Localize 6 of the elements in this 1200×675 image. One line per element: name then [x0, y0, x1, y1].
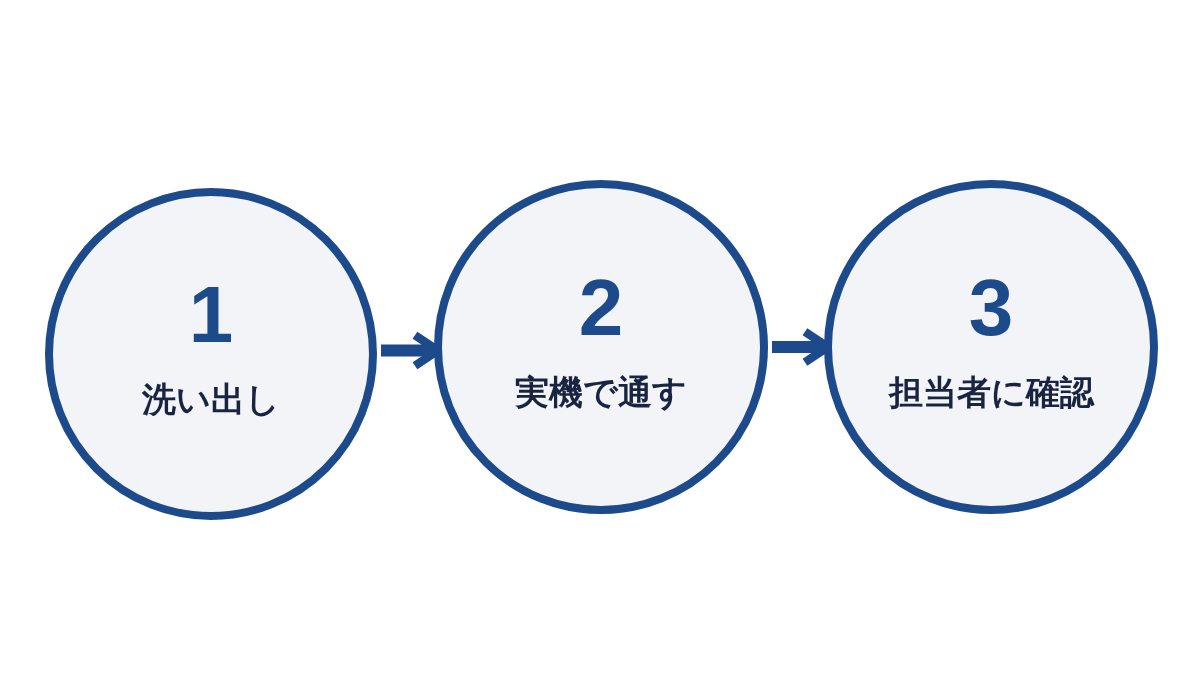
step-number: 2 [578, 268, 624, 348]
step-number: 3 [968, 268, 1014, 348]
step-label: 実機で通す [515, 371, 687, 414]
step-label: 洗い出し [142, 378, 280, 421]
step-label: 担当者に確認 [888, 371, 1094, 414]
step-number: 1 [188, 275, 234, 355]
